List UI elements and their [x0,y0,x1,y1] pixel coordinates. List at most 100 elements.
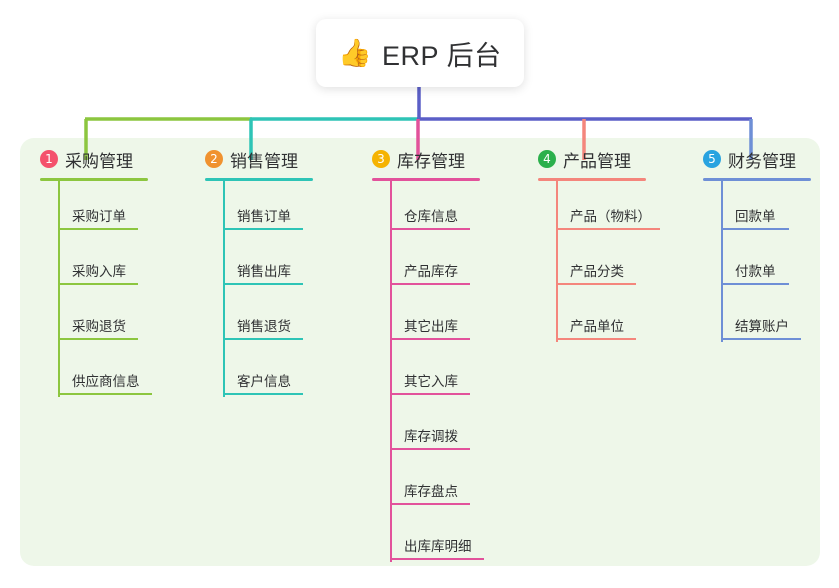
leaf-label: 回款单 [735,209,776,224]
branch-items-2: 销售订单销售出库销售退货客户信息 [205,181,313,401]
branch-badge-4: 4 [538,150,556,168]
leaf-item[interactable]: 采购入库 [40,236,148,291]
leaf-item[interactable]: 销售出库 [205,236,313,291]
branch-items-4: 产品（物料） 产品分类产品单位 [538,181,660,346]
leaf-item[interactable]: 回款单 [703,181,811,236]
leaf-underline [390,338,470,340]
leaf-underline [390,558,484,560]
branch-badge-2: 2 [205,150,223,168]
branch-title-2: 销售管理 [230,151,298,171]
leaf-item[interactable]: 其它入库 [372,346,480,401]
leaf-underline [58,228,138,230]
branch-title-4: 产品管理 [563,151,631,171]
thumbs-up-icon: 👍 [338,37,373,68]
leaf-underline [58,283,138,285]
leaf-label: 库存盘点 [404,484,458,499]
root-node-content: 👍 ERP 后台 [338,34,501,73]
leaf-item[interactable]: 采购订单 [40,181,148,236]
branch-underline-5 [703,178,811,181]
leaf-label: 出库库明细 [404,539,472,554]
branch-badge-5: 5 [703,150,721,168]
branch-header-4[interactable]: 4 产品管理 [538,146,646,172]
leaf-label: 结算账户 [735,319,789,334]
leaf-item[interactable]: 销售退货 [205,291,313,346]
leaf-item[interactable]: 产品（物料） [538,181,660,236]
leaf-label: 销售订单 [237,209,291,224]
leaf-item[interactable]: 库存调拨 [372,401,480,456]
leaf-item[interactable]: 付款单 [703,236,811,291]
leaf-underline [556,283,636,285]
leaf-item[interactable]: 出库库明细 [372,511,484,566]
leaf-underline [390,393,470,395]
leaf-underline [58,338,138,340]
leaf-item[interactable]: 其它出库 [372,291,480,346]
branch-spine-3 [390,181,392,562]
branch-spine-1 [58,181,60,397]
branch-column-4: 4 产品管理产品（物料） 产品分类产品单位 [538,146,660,346]
leaf-label: 产品（物料） [570,209,651,224]
leaf-underline [223,338,303,340]
leaf-underline [223,393,303,395]
branch-underline-4 [538,178,646,181]
leaf-item[interactable]: 客户信息 [205,346,313,401]
leaf-label: 采购入库 [72,264,126,279]
leaf-item[interactable]: 库存盘点 [372,456,480,511]
leaf-item[interactable]: 产品单位 [538,291,646,346]
leaf-underline [721,283,789,285]
leaf-label: 库存调拨 [404,429,458,444]
branch-items-1: 采购订单采购入库采购退货供应商信息 [40,181,152,401]
branch-column-5: 5 财务管理回款单付款单结算账户 [703,146,811,346]
leaf-label: 付款单 [735,264,776,279]
leaf-label: 仓库信息 [404,209,458,224]
leaf-label: 供应商信息 [72,374,140,389]
leaf-underline [390,228,470,230]
branch-items-5: 回款单付款单结算账户 [703,181,811,346]
leaf-label: 其它出库 [404,319,458,334]
leaf-underline [556,338,636,340]
leaf-item[interactable]: 采购退货 [40,291,148,346]
leaf-label: 客户信息 [237,374,291,389]
leaf-label: 产品分类 [570,264,624,279]
leaf-underline [556,228,660,230]
leaf-item[interactable]: 产品分类 [538,236,646,291]
leaf-item[interactable]: 产品库存 [372,236,480,291]
branch-header-3[interactable]: 3 库存管理 [372,146,480,172]
leaf-label: 产品单位 [570,319,624,334]
leaf-item[interactable]: 销售订单 [205,181,313,236]
leaf-underline [721,228,789,230]
branch-items-3: 仓库信息产品库存其它出库其它入库库存调拨库存盘点出库库明细 [372,181,484,566]
leaf-underline [223,228,303,230]
leaf-underline [390,448,470,450]
leaf-underline [721,338,801,340]
leaf-label: 销售出库 [237,264,291,279]
branch-header-2[interactable]: 2 销售管理 [205,146,313,172]
branch-spine-4 [556,181,558,342]
branch-underline-2 [205,178,313,181]
root-node[interactable]: 👍 ERP 后台 [316,19,524,87]
branch-badge-3: 3 [372,150,390,168]
branch-spine-2 [223,181,225,397]
leaf-item[interactable]: 结算账户 [703,291,811,346]
branches-panel [20,138,820,566]
leaf-underline [390,283,470,285]
leaf-label: 产品库存 [404,264,458,279]
branch-title-5: 财务管理 [728,151,796,171]
leaf-label: 销售退货 [237,319,291,334]
branch-column-3: 3 库存管理仓库信息产品库存其它出库其它入库库存调拨库存盘点出库库明细 [372,146,484,566]
leaf-label: 采购订单 [72,209,126,224]
branch-underline-1 [40,178,148,181]
leaf-underline [223,283,303,285]
branch-underline-3 [372,178,480,181]
leaf-label: 采购退货 [72,319,126,334]
branch-header-5[interactable]: 5 财务管理 [703,146,811,172]
branch-spine-5 [721,181,723,342]
root-title: ERP 后台 [382,40,502,71]
branch-title-3: 库存管理 [397,151,465,171]
leaf-item[interactable]: 供应商信息 [40,346,152,401]
leaf-item[interactable]: 仓库信息 [372,181,480,236]
leaf-underline [58,393,152,395]
leaf-label: 其它入库 [404,374,458,389]
